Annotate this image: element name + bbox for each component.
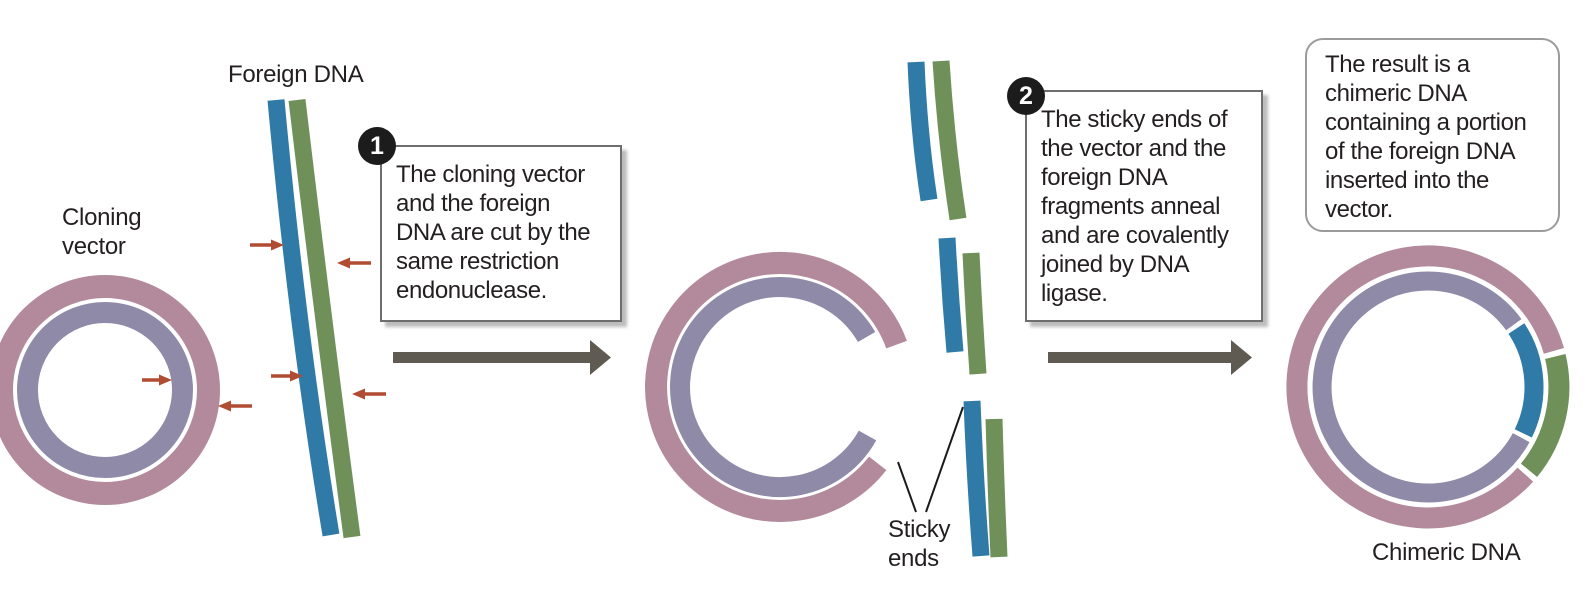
- foreign-dna-green-strand: [288, 98, 361, 539]
- cut-site-arrow-vector-outer: [218, 400, 252, 412]
- chimeric-dna-label: Chimeric DNA: [1372, 539, 1521, 566]
- step2-number-badge: 2: [1007, 77, 1045, 115]
- sticky-ends-label: Sticky ends: [888, 516, 951, 572]
- chimeric-outer-green-arc: [1520, 354, 1570, 477]
- step1-number-badge: 1: [358, 127, 396, 165]
- chimeric-inner-blue-arc: [1508, 323, 1544, 438]
- chimeric-outer-pink-arc: [1286, 245, 1564, 529]
- dna-fragment-2-green: [962, 252, 987, 375]
- arrowhead: [159, 374, 172, 386]
- flow-arrow-step2: [1048, 340, 1252, 375]
- cloning-vector-outer-ring: [0, 275, 220, 505]
- chimeric-inner-purple-arc: [1312, 271, 1530, 503]
- step2-callout-box: The sticky ends of the vector and the fo…: [1025, 90, 1263, 322]
- dna-fragment-2-blue: [938, 237, 964, 353]
- dna-fragment-1-green: [932, 60, 967, 221]
- cut-site-arrow-foreign-top-left: [250, 239, 284, 251]
- dna-fragment-3-blue: [963, 400, 990, 557]
- cut-vector-outer-arc: [645, 252, 907, 522]
- cut-site-arrow-vector-inner: [142, 374, 172, 386]
- cut-site-arrow-foreign-bottom-left: [271, 370, 303, 382]
- foreign-dna-label: Foreign DNA: [228, 61, 364, 88]
- cut-site-arrow-foreign-bottom-right: [352, 388, 386, 400]
- dna-fragment-3-green: [985, 418, 1008, 558]
- sticky-ends-pointer-line-left: [897, 461, 917, 513]
- arrowhead: [1231, 340, 1252, 375]
- cut-site-arrow-foreign-top-right: [337, 257, 371, 269]
- cut-vector-inner-arc: [670, 277, 877, 498]
- arrowhead: [271, 239, 284, 251]
- step1-callout-box: The cloning vector and the foreign DNA a…: [380, 145, 622, 322]
- arrowhead: [590, 340, 611, 375]
- dna-fragment-1-blue: [907, 61, 938, 202]
- arrowhead: [218, 400, 231, 412]
- result-callout-box: The result is a chimeric DNA containing …: [1305, 38, 1560, 232]
- sticky-ends-pointer-line-right: [925, 406, 964, 513]
- arrowhead: [290, 370, 303, 382]
- cloning-vector-label: Cloning vector: [62, 204, 142, 260]
- arrowhead: [352, 388, 365, 400]
- cloning-vector-inner-ring: [17, 302, 193, 478]
- flow-arrow-step1: [393, 340, 611, 375]
- arrowhead: [337, 257, 350, 269]
- foreign-dna-blue-strand: [267, 99, 340, 537]
